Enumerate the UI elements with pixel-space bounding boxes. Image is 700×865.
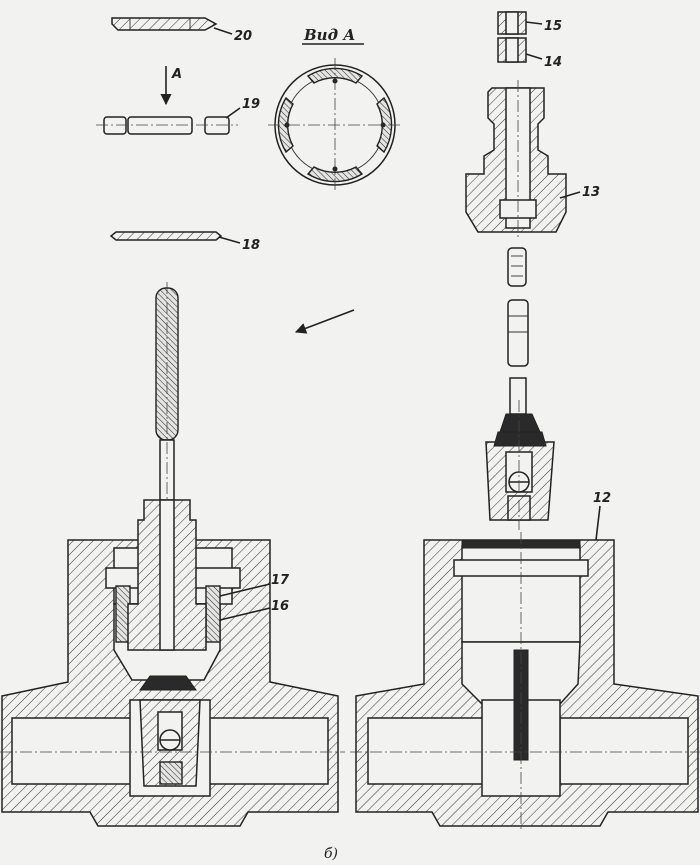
valve-body-right: [355, 505, 699, 830]
part-15-nut: [497, 11, 543, 35]
label-12: 12: [593, 491, 611, 506]
stem-pieces-right: [507, 247, 529, 415]
view-a-marker: А: [171, 67, 182, 82]
disc-left: [139, 675, 201, 787]
label-20: 20: [234, 29, 252, 44]
label-15: 15: [544, 19, 562, 34]
part-18-ring: [109, 231, 241, 244]
label-19: 19: [242, 97, 260, 112]
view-a-ring: [268, 58, 402, 192]
view-a-title: Вид А: [303, 26, 355, 44]
part-19-split-ring: [96, 107, 241, 135]
label-14: 14: [544, 55, 562, 70]
part-20-ring: [111, 17, 233, 35]
label-17: 17: [271, 573, 290, 588]
label-18: 18: [242, 238, 260, 253]
direction-arrow: [294, 309, 355, 334]
label-13: 13: [582, 185, 600, 200]
part-13-bonnet: [465, 80, 581, 240]
packing-17-16: [115, 583, 271, 643]
bonnet-left: [127, 499, 207, 651]
disc-assembly-right: [485, 400, 555, 530]
part-14-washer: [497, 37, 543, 63]
figure-caption: б): [324, 846, 338, 862]
label-16: 16: [271, 599, 289, 614]
